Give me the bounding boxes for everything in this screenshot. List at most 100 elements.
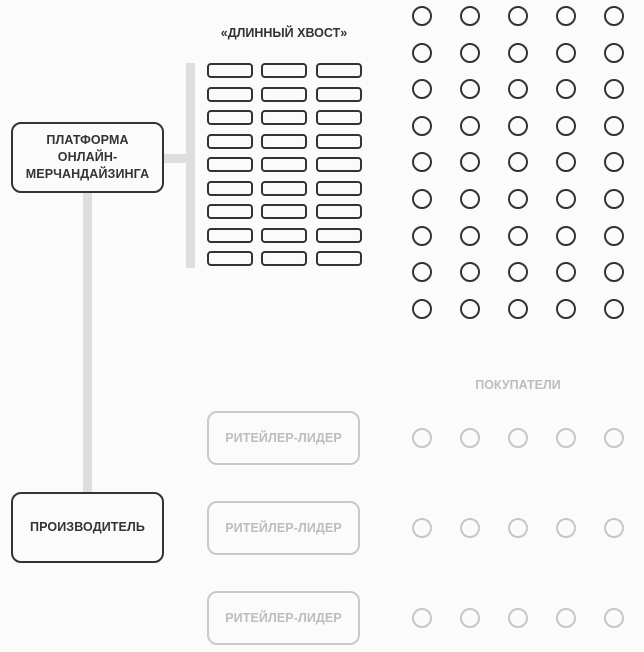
long-tail-store [207,204,253,219]
buyer-circle [460,152,480,173]
buyer-circle [508,6,528,26]
buyer-circle [508,225,528,246]
horizontal-connector-platform-longtail [163,154,187,163]
buyer-circle [508,152,528,173]
buyer-circle [556,225,576,246]
long-tail-store [316,180,362,196]
producer-label: ПРОИЗВОДИТЕЛЬ [30,520,145,534]
buyer-circle [412,225,432,246]
long-tail-store [261,110,307,125]
buyer-circle [604,152,624,173]
buyer-circle [412,152,432,173]
buyer-circle [412,298,432,319]
buyer-circle [412,189,432,209]
buyer-circle [556,79,576,100]
long-tail-store [207,133,253,149]
buyer-circle [604,79,624,100]
buyer-circle [412,115,432,136]
buyer-circle [604,298,624,319]
producer-box: ПРОИЗВОДИТЕЛЬ [11,492,164,563]
long-tail-store [316,110,362,125]
retailer-buyer-circle [508,608,528,628]
long-tail-store [316,63,362,78]
buyer-circle [460,189,480,209]
buyer-circle [556,42,576,63]
retailer-buyer-circle [460,428,480,448]
long-tail-store [261,86,307,102]
long-tail-store [207,86,253,102]
buyer-circle [460,262,480,283]
buyer-circle [460,115,480,136]
long-tail-title: «ДЛИННЫЙ ХВОСТ» [220,26,348,40]
buyer-circle [508,298,528,319]
buyer-circle [556,115,576,136]
longtail-bracket [186,63,195,268]
buyer-circle [556,6,576,26]
long-tail-store [207,180,253,196]
buyer-circle [604,6,624,26]
long-tail-store [207,227,253,243]
buyer-circle [460,298,480,319]
retailer-buyer-circle [604,428,624,448]
retailer-box: РИТЕЙЛЕР-ЛИДЕР [207,501,360,555]
long-tail-store [261,204,307,219]
buyer-circle [412,79,432,100]
retailer-buyer-circle [556,518,576,538]
retailer-buyer-circle [460,608,480,628]
long-tail-store [316,251,362,266]
long-tail-store [207,157,253,172]
long-tail-store [261,133,307,149]
retailer-buyer-circle [412,608,432,628]
long-tail-store [261,157,307,172]
long-tail-store [316,157,362,172]
platform-label-line: ОНЛАЙН- [57,150,118,164]
retailer-buyer-circle [556,608,576,628]
buyer-circle [604,42,624,63]
platform-label-line: МЕРЧАНДАЙЗИНГА [25,167,150,181]
buyer-circle [556,189,576,209]
retailer-buyer-circle [412,518,432,538]
buyer-circle [556,298,576,319]
retailer-buyer-circle [508,518,528,538]
buyer-circle [604,225,624,246]
buyer-circle [604,189,624,209]
buyer-circle [460,42,480,63]
buyer-circle [412,6,432,26]
buyer-circle [556,152,576,173]
long-tail-store [261,227,307,243]
buyer-circle [604,262,624,283]
long-tail-store [316,227,362,243]
retailer-buyer-circle [604,518,624,538]
retailer-label: РИТЕЙЛЕР-ЛИДЕР [225,520,342,535]
long-tail-store [261,251,307,266]
buyer-circle [508,115,528,136]
buyer-circle [460,6,480,26]
retailer-label: РИТЕЙЛЕР-ЛИДЕР [225,610,342,625]
retailer-buyer-circle [508,428,528,448]
buyer-circle [508,189,528,209]
long-tail-store [316,86,362,102]
buyer-circle [508,262,528,283]
platform-label-line: ПЛАТФОРМА [46,133,129,147]
long-tail-store [207,110,253,125]
long-tail-store [261,180,307,196]
long-tail-store [316,204,362,219]
retailer-label: РИТЕЙЛЕР-ЛИДЕР [225,430,342,445]
buyer-circle [508,79,528,100]
buyer-circle [412,42,432,63]
buyer-circle [412,262,432,283]
buyer-circle [460,225,480,246]
long-tail-store [207,251,253,266]
platform-box: ПЛАТФОРМА ОНЛАЙН- МЕРЧАНДАЙЗИНГА [11,122,164,193]
long-tail-store [207,63,253,78]
long-tail-store [261,63,307,78]
vertical-connector-platform-producer [83,192,92,494]
retailer-box: РИТЕЙЛЕР-ЛИДЕР [207,411,360,465]
buyer-circle [508,42,528,63]
buyer-circle [460,79,480,100]
buyers-label: ПОКУПАТЕЛИ [475,378,561,392]
retailer-buyer-circle [460,518,480,538]
long-tail-store [316,133,362,149]
retailer-buyer-circle [604,608,624,628]
buyer-circle [556,262,576,283]
